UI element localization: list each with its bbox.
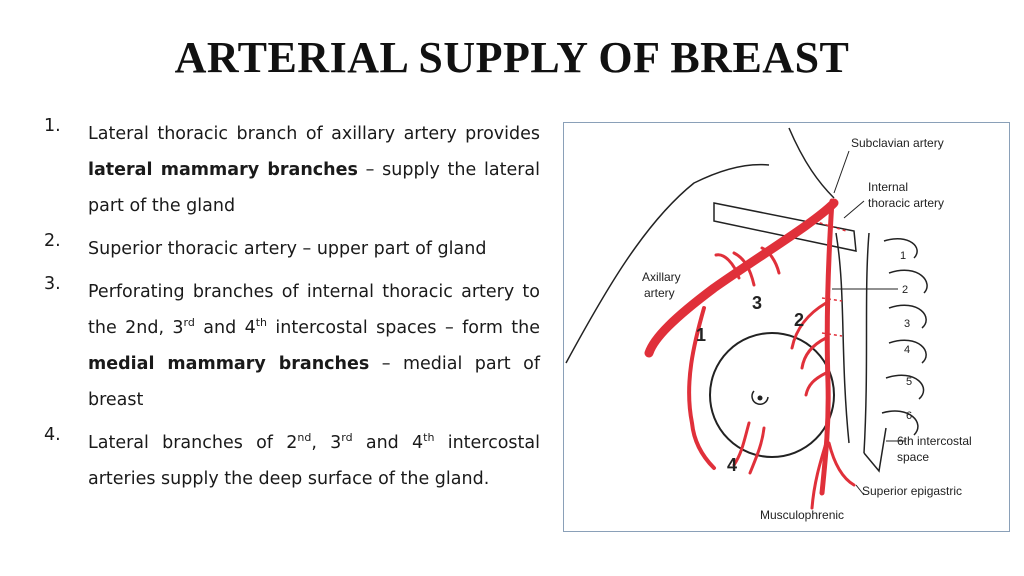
text-run: – supply the lateral part of the gland xyxy=(88,160,540,216)
superscript: rd xyxy=(341,431,353,445)
perforating-branch-1 xyxy=(790,301,828,350)
rib-3 xyxy=(888,304,927,329)
upper-branch-a xyxy=(732,251,756,287)
musculophrenic-artery xyxy=(810,441,828,510)
text-run: and 4 xyxy=(352,433,424,453)
text-run: Perforating branches of internal thoraci… xyxy=(88,282,540,338)
artery-diagram: Subclavian artery Internal thoracic arte… xyxy=(563,122,1010,532)
point-item: 2. Superior thoracic artery – upper part … xyxy=(44,231,540,267)
text-run: intercostal arteries supply the deep sur… xyxy=(88,433,540,489)
label-6th-intercostal-2: space xyxy=(897,450,929,464)
rib-number-2: 2 xyxy=(902,284,908,296)
text-run: intercostal spaces – form the xyxy=(267,318,540,338)
rib-4 xyxy=(888,339,927,364)
internal-thoracic-artery xyxy=(819,198,835,496)
point-number: 1. xyxy=(44,116,61,136)
label-musculophrenic: Musculophrenic xyxy=(760,508,844,522)
rib-number-1: 1 xyxy=(900,250,906,262)
perforating-branch-2 xyxy=(800,336,828,370)
text-run: – medial part of breast xyxy=(88,354,540,410)
artery-diagram-svg: Subclavian artery Internal thoracic arte… xyxy=(565,127,972,522)
point-number: 2. xyxy=(44,231,61,251)
rib-1 xyxy=(883,238,918,259)
label-internal-thoracic-2: thoracic artery xyxy=(868,196,944,210)
point-text: Superior thoracic artery – upper part of… xyxy=(88,231,540,267)
point-text: Perforating branches of internal thoraci… xyxy=(88,274,540,418)
point-text: Lateral branches of 2nd, 3rd and 4th int… xyxy=(88,425,540,497)
rib-number-5: 5 xyxy=(906,376,912,388)
sternum-left-edge xyxy=(835,232,850,444)
branch-number-4: 4 xyxy=(727,455,737,475)
branch-number-3: 3 xyxy=(752,293,762,313)
label-axillary-1: Axillary xyxy=(642,270,681,284)
breast-gland-outline xyxy=(709,332,835,458)
intercostal-branch-a xyxy=(732,421,751,467)
rib-number-3: 3 xyxy=(904,318,910,330)
superscript: nd xyxy=(297,431,312,445)
label-6th-intercostal-1: 6th intercostal xyxy=(897,434,972,448)
subclavian-artery xyxy=(644,198,839,358)
nipple xyxy=(751,390,769,405)
lateral-thoracic-artery xyxy=(687,306,716,470)
rib-2 xyxy=(888,269,928,294)
superscript: th xyxy=(423,431,435,445)
shoulder-outline xyxy=(565,163,770,364)
bold-term: lateral mammary branches xyxy=(88,160,358,180)
point-item: 4. Lateral branches of 2nd, 3rd and 4th i… xyxy=(44,425,540,497)
perforating-branch-3 xyxy=(804,371,828,397)
intercostal-branch-b xyxy=(748,426,766,475)
point-list: 1. Lateral thoracic branch of axillary ar… xyxy=(44,116,540,504)
nipple-dot xyxy=(757,395,763,401)
rib-5 xyxy=(885,374,925,400)
superscript: th xyxy=(255,316,268,330)
text-run: Lateral branches of 2 xyxy=(88,433,298,453)
rib-number-6: 6 xyxy=(906,410,912,422)
label-axillary-2: artery xyxy=(644,286,675,300)
superior-thoracic-artery xyxy=(714,253,741,280)
text-run: and 4 xyxy=(194,318,256,338)
rib-number-4: 4 xyxy=(904,344,910,356)
branch-number-1: 1 xyxy=(696,325,706,345)
leader-subclavian xyxy=(833,150,850,194)
point-item: 1. Lateral thoracic branch of axillary ar… xyxy=(44,116,540,224)
leader-internal xyxy=(843,200,865,219)
point-number: 3. xyxy=(44,274,61,294)
label-subclavian-artery: Subclavian artery xyxy=(851,136,944,150)
xiphoid xyxy=(863,427,887,473)
sternum-right-edge xyxy=(863,232,870,454)
text-run: , 3 xyxy=(311,433,342,453)
text-run: Lateral thoracic branch of axillary arte… xyxy=(88,124,540,144)
neck-outline xyxy=(788,127,835,199)
branch-number-2: 2 xyxy=(794,310,804,330)
text-run: Superior thoracic artery – upper part of… xyxy=(88,239,487,259)
label-internal-thoracic-1: Internal xyxy=(868,180,908,194)
bold-term: medial mammary branches xyxy=(88,354,370,374)
point-item: 3. Perforating branches of internal thora… xyxy=(44,274,540,418)
rib-6 xyxy=(881,410,919,436)
upper-branch-b xyxy=(760,246,781,275)
superscript: rd xyxy=(183,316,195,330)
point-number: 4. xyxy=(44,425,61,445)
slide-title: ARTERIAL SUPPLY OF BREAST xyxy=(174,33,850,82)
point-text: Lateral thoracic branch of axillary arte… xyxy=(88,116,540,224)
superior-epigastric-artery xyxy=(827,441,856,487)
leader-epigastric xyxy=(855,484,865,496)
label-superior-epigastric: Superior epigastric xyxy=(862,484,962,498)
